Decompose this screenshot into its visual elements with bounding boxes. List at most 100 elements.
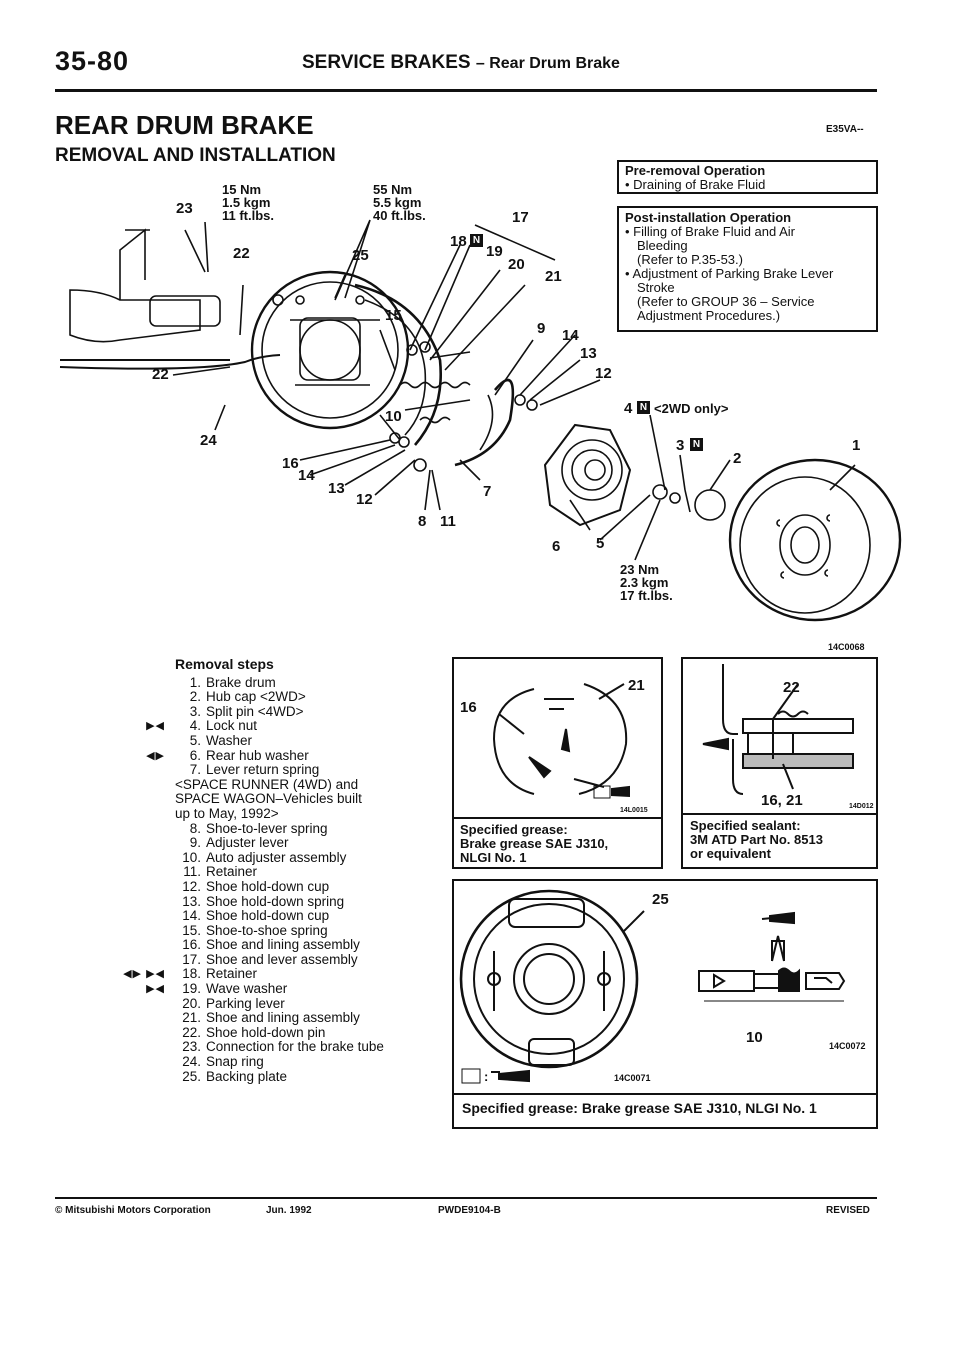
step-text-continued: <SPACE RUNNER (4WD) and <box>175 776 359 792</box>
torque-value: 17 ft.lbs. <box>620 588 673 603</box>
step-text: Retainer <box>206 864 258 880</box>
removal-step: 8.Shoe-to-lever spring <box>175 821 384 837</box>
removal-step: 2.Hub cap <2WD> <box>175 689 384 705</box>
torque-label-1: 15 Nm 1.5 kgm 11 ft.lbs. <box>222 183 274 222</box>
torque-value: 55 Nm <box>373 182 413 197</box>
torque-value: 15 Nm <box>222 182 262 197</box>
step-number: 17. <box>182 951 201 967</box>
callout-24: 24 <box>200 432 217 449</box>
step-number: 18. <box>182 966 201 982</box>
box-b-callout-22: 22 <box>783 679 800 696</box>
step-text: Shoe-to-shoe spring <box>206 922 328 938</box>
step-number: 7. <box>189 762 201 778</box>
torque-label-2: 55 Nm 5.5 kgm 40 ft.lbs. <box>373 183 426 222</box>
torque-value: 23 Nm <box>620 562 660 577</box>
step-number: 9. <box>189 835 201 851</box>
step-text: Shoe hold-down spring <box>206 893 345 909</box>
box-c-code-1: 14C0072 <box>829 1041 866 1051</box>
removal-step: 3. Split pin <4WD> <box>175 703 384 720</box>
callout-12: 12 <box>595 365 612 382</box>
box-a-callout-21: 21 <box>628 677 645 694</box>
callout-11: 11 <box>440 513 456 530</box>
post-install-box: Post-installation Operation • Filling of… <box>617 206 878 332</box>
removal-steps-title: Removal steps <box>175 656 274 672</box>
n-mark-icon: N <box>690 438 703 451</box>
removal-step: 20.Parking lever <box>175 995 384 1012</box>
footer-date: Jun. 1992 <box>266 1205 312 1216</box>
callout-22: 22 <box>233 245 250 262</box>
exploded-diagram <box>59 219 902 622</box>
step-text: Shoe and lever assembly <box>206 951 358 967</box>
section-title: SERVICE BRAKES – Rear Drum Brake <box>302 52 620 74</box>
step-number: 14. <box>182 908 201 924</box>
box-c-colon: : <box>484 1069 489 1084</box>
step-text: Retainer <box>206 966 258 982</box>
sealant-figure-box: 22 16, 21 14D012 Specified sealant: 3M A… <box>681 657 878 869</box>
post-install-line: (Refer to GROUP 36 – Service <box>637 294 815 309</box>
section-code: E35VA-- <box>826 124 864 135</box>
header-rule <box>55 89 877 92</box>
torque-value: 5.5 kgm <box>373 195 422 210</box>
step-number: 15. <box>182 922 201 938</box>
removal-step: 11. Retainer <box>175 865 384 880</box>
removal-step: 15. Shoe-to-shoe spring <box>175 922 384 939</box>
step-text: Shoe hold-down cup <box>206 908 330 924</box>
step-number: 4. <box>189 718 201 734</box>
callout-20: 20 <box>508 256 525 273</box>
step-number: 11. <box>183 864 201 880</box>
callout-9: 9 <box>537 320 546 337</box>
step-text: Parking lever <box>206 995 285 1011</box>
removal-step: 12.Shoe hold-down cup <box>175 879 384 895</box>
backing-plate-illustration <box>459 889 846 1084</box>
torque-value: 2.3 kgm <box>620 575 669 590</box>
hold-down-pin-illustration <box>702 664 854 795</box>
caption-line: or equivalent <box>690 846 771 861</box>
step-text: Connection for the brake tube <box>206 1039 384 1055</box>
torque-value: 40 ft.lbs. <box>373 208 426 223</box>
callout-14b: 14 <box>298 467 315 484</box>
footer-rule <box>55 1197 877 1199</box>
divider <box>683 813 876 815</box>
step-text: Shoe hold-down pin <box>206 1024 326 1040</box>
box-b-code: 14D012 <box>849 803 874 810</box>
callout-7: 7 <box>483 483 492 500</box>
post-install-title: Post-installation Operation <box>625 210 792 225</box>
callout-13b: 13 <box>328 480 345 497</box>
pre-removal-title: Pre-removal Operation <box>625 163 766 178</box>
removal-step: 9.Adjuster lever <box>175 835 384 851</box>
callout-16: 16 <box>282 455 299 472</box>
service-mark-icon: ▶◀ <box>146 983 165 996</box>
step-number: 10. <box>182 849 201 865</box>
step-number: 24. <box>182 1054 201 1070</box>
removal-step: 13. Shoe hold-down spring <box>175 893 384 910</box>
step-number: 2. <box>189 689 201 705</box>
step-number: 3. <box>189 703 201 719</box>
step-text: Split pin <4WD> <box>206 703 304 719</box>
removal-step: ◀▶ ▶◀ 18. Retainer <box>123 966 384 982</box>
n-mark-icon: N <box>470 234 483 247</box>
step-number: 21. <box>182 1010 201 1026</box>
step-text: Auto adjuster assembly <box>206 849 347 865</box>
removal-step: 7.Lever return spring <box>175 762 384 778</box>
removal-step: 22.Shoe hold-down pin <box>175 1024 384 1041</box>
removal-step: ▶◀4.Lock nut <box>146 718 384 734</box>
torque-value: 11 ft.lbs. <box>222 208 275 223</box>
callout-4-note: <2WD only> <box>654 401 729 416</box>
step-text-continued: SPACE WAGON–Vehicles built <box>175 791 362 807</box>
post-install-line: • Filling of Brake Fluid and Air <box>625 224 796 239</box>
step-text: Shoe and lining assembly <box>206 1010 360 1026</box>
callout-13: 13 <box>580 345 597 362</box>
removal-step: ▶◀19.Wave washer <box>146 981 384 997</box>
step-number: 19. <box>182 981 201 997</box>
step-text: Lock nut <box>206 718 258 734</box>
step-number: 1. <box>189 674 201 690</box>
caption-line: Specified sealant: <box>690 818 801 833</box>
step-text: Brake drum <box>206 674 276 690</box>
divider <box>454 1093 876 1095</box>
box-c-caption: Specified grease: Brake grease SAE J310,… <box>462 1100 817 1116</box>
callout-5: 5 <box>596 535 605 552</box>
service-mark-icon: ◀▶ ▶◀ <box>123 968 165 981</box>
callout-18: 18 <box>450 233 467 250</box>
step-number: 13. <box>182 893 201 909</box>
step-text: Rear hub washer <box>206 747 309 763</box>
